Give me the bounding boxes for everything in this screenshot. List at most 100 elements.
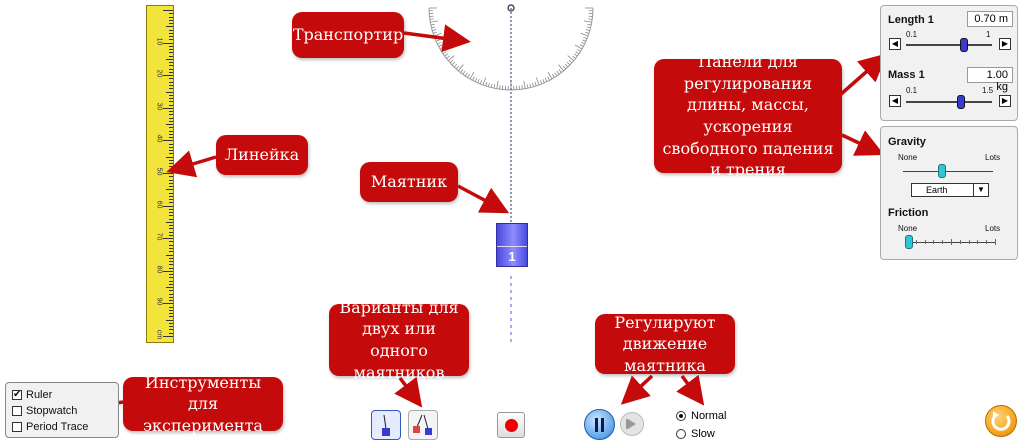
protractor-tick <box>462 70 466 75</box>
protractor-tick <box>526 84 529 89</box>
protractor-tick <box>579 44 584 47</box>
gravity-slider-thumb[interactable] <box>938 164 946 178</box>
pause-icon <box>595 418 605 432</box>
ruler-tick <box>163 140 173 142</box>
protractor-tick <box>467 73 471 78</box>
ruler-tick <box>169 309 173 311</box>
protractor-tick <box>558 69 562 73</box>
length-slider-track[interactable] <box>906 44 992 46</box>
ruler-tick <box>169 251 173 253</box>
mass-decrease-button[interactable]: ◀ <box>889 95 901 107</box>
ruler-checkbox[interactable]: ✔ <box>12 389 22 400</box>
ruler-tick <box>166 91 173 93</box>
ruler-tick <box>166 254 173 256</box>
friction-slider-tick <box>995 239 996 245</box>
step-button[interactable] <box>620 412 644 436</box>
ruler-tick <box>163 75 173 77</box>
protractor-tick <box>447 55 455 62</box>
protractor-tick <box>574 44 583 50</box>
pendulum-mass-label: 1 <box>508 249 516 264</box>
slow-speed-option[interactable]: Slow <box>676 428 715 440</box>
friction-slider-tick <box>915 240 917 244</box>
mass-slider-thumb[interactable] <box>957 95 966 109</box>
normal-speed-option[interactable]: Normal <box>676 410 726 422</box>
mass-value-field[interactable]: 1.00 kg <box>967 67 1013 93</box>
protractor-tick <box>529 83 532 88</box>
ruler-tick <box>169 264 173 266</box>
protractor-tick <box>547 76 550 81</box>
two-pendulums-button[interactable] <box>408 410 438 440</box>
ruler-tick <box>163 336 173 337</box>
friction-slider-tick <box>968 240 970 244</box>
ruler-tick <box>169 231 173 233</box>
protractor-tick <box>544 77 548 82</box>
period-trace-checkbox[interactable] <box>12 422 22 432</box>
reset-button[interactable] <box>985 405 1017 437</box>
protractor-tick <box>479 80 483 85</box>
mass-slider-track[interactable] <box>906 101 992 103</box>
protractor-tick <box>554 72 558 77</box>
period-trace-checkbox-row[interactable]: Period Trace <box>12 421 88 433</box>
protractor-tick <box>430 20 439 23</box>
protractor-tick <box>451 61 456 66</box>
protractor-tick <box>551 73 555 78</box>
length-value-field[interactable]: 0.70 m <box>967 11 1013 27</box>
slow-speed-label: Slow <box>691 428 715 440</box>
one-pendulum-button[interactable] <box>371 410 401 440</box>
protractor-tick <box>585 29 590 31</box>
callout-tools: Инструменты для эксперимента <box>123 373 283 435</box>
protractor-tick <box>457 64 464 72</box>
ruler-tick <box>169 120 173 122</box>
pause-button[interactable] <box>584 409 615 440</box>
ruler-tick <box>166 58 173 60</box>
ruler-tick <box>169 228 173 230</box>
gravity-slider-track[interactable] <box>903 171 993 172</box>
record-button[interactable] <box>497 412 525 438</box>
length-increase-button[interactable]: ▶ <box>999 38 1011 50</box>
mass-max-label: 1.5 <box>982 86 994 95</box>
pendulum-mass[interactable]: 1 <box>496 223 528 267</box>
ruler-tick <box>163 205 173 207</box>
protractor-tick <box>499 85 501 90</box>
ruler-tick <box>169 244 173 246</box>
gravity-title: Gravity <box>888 136 926 148</box>
protractor-tick <box>523 80 526 89</box>
protractor-tick <box>429 18 434 20</box>
mass-min-label: 0.1 <box>906 86 918 95</box>
ruler-tick <box>169 247 173 249</box>
protractor-tick <box>586 26 591 29</box>
protractor-tick <box>490 83 493 88</box>
ruler-checkbox-row[interactable]: ✔ Ruler <box>12 389 52 401</box>
mass-increase-button[interactable]: ▶ <box>999 95 1011 107</box>
ruler-tick <box>169 13 173 15</box>
protractor-tick <box>585 31 590 34</box>
protractor-tick <box>446 55 450 59</box>
ruler-tick <box>169 293 173 295</box>
ruler-tick <box>163 42 173 44</box>
protractor-tick <box>431 26 436 29</box>
ruler-tick <box>169 114 173 116</box>
normal-speed-radio[interactable] <box>676 411 686 421</box>
stopwatch-checkbox-row[interactable]: Stopwatch <box>12 405 77 417</box>
ruler-tick <box>169 32 173 34</box>
ruler-tick <box>169 179 173 181</box>
protractor-tick <box>469 71 475 80</box>
step-icon <box>628 419 636 429</box>
slow-speed-radio[interactable] <box>676 429 686 439</box>
protractor-tick <box>482 77 487 86</box>
ruler-tick <box>169 101 173 103</box>
protractor-tick <box>472 76 475 81</box>
stopwatch-checkbox[interactable] <box>12 406 22 416</box>
friction-slider-thumb[interactable] <box>905 235 913 249</box>
protractor-tick <box>556 70 560 75</box>
ruler-tick <box>166 221 173 223</box>
friction-lots-label: Lots <box>985 224 1001 233</box>
length-decrease-button[interactable]: ◀ <box>889 38 901 50</box>
ruler-tick <box>169 274 173 276</box>
length-slider-thumb[interactable] <box>959 38 968 52</box>
protractor-tick <box>432 31 437 34</box>
ruler-tick <box>169 98 173 100</box>
gravity-dropdown[interactable]: Earth ▼ <box>911 183 989 197</box>
ruler-tick <box>169 45 173 47</box>
protractor-tick <box>567 55 575 62</box>
